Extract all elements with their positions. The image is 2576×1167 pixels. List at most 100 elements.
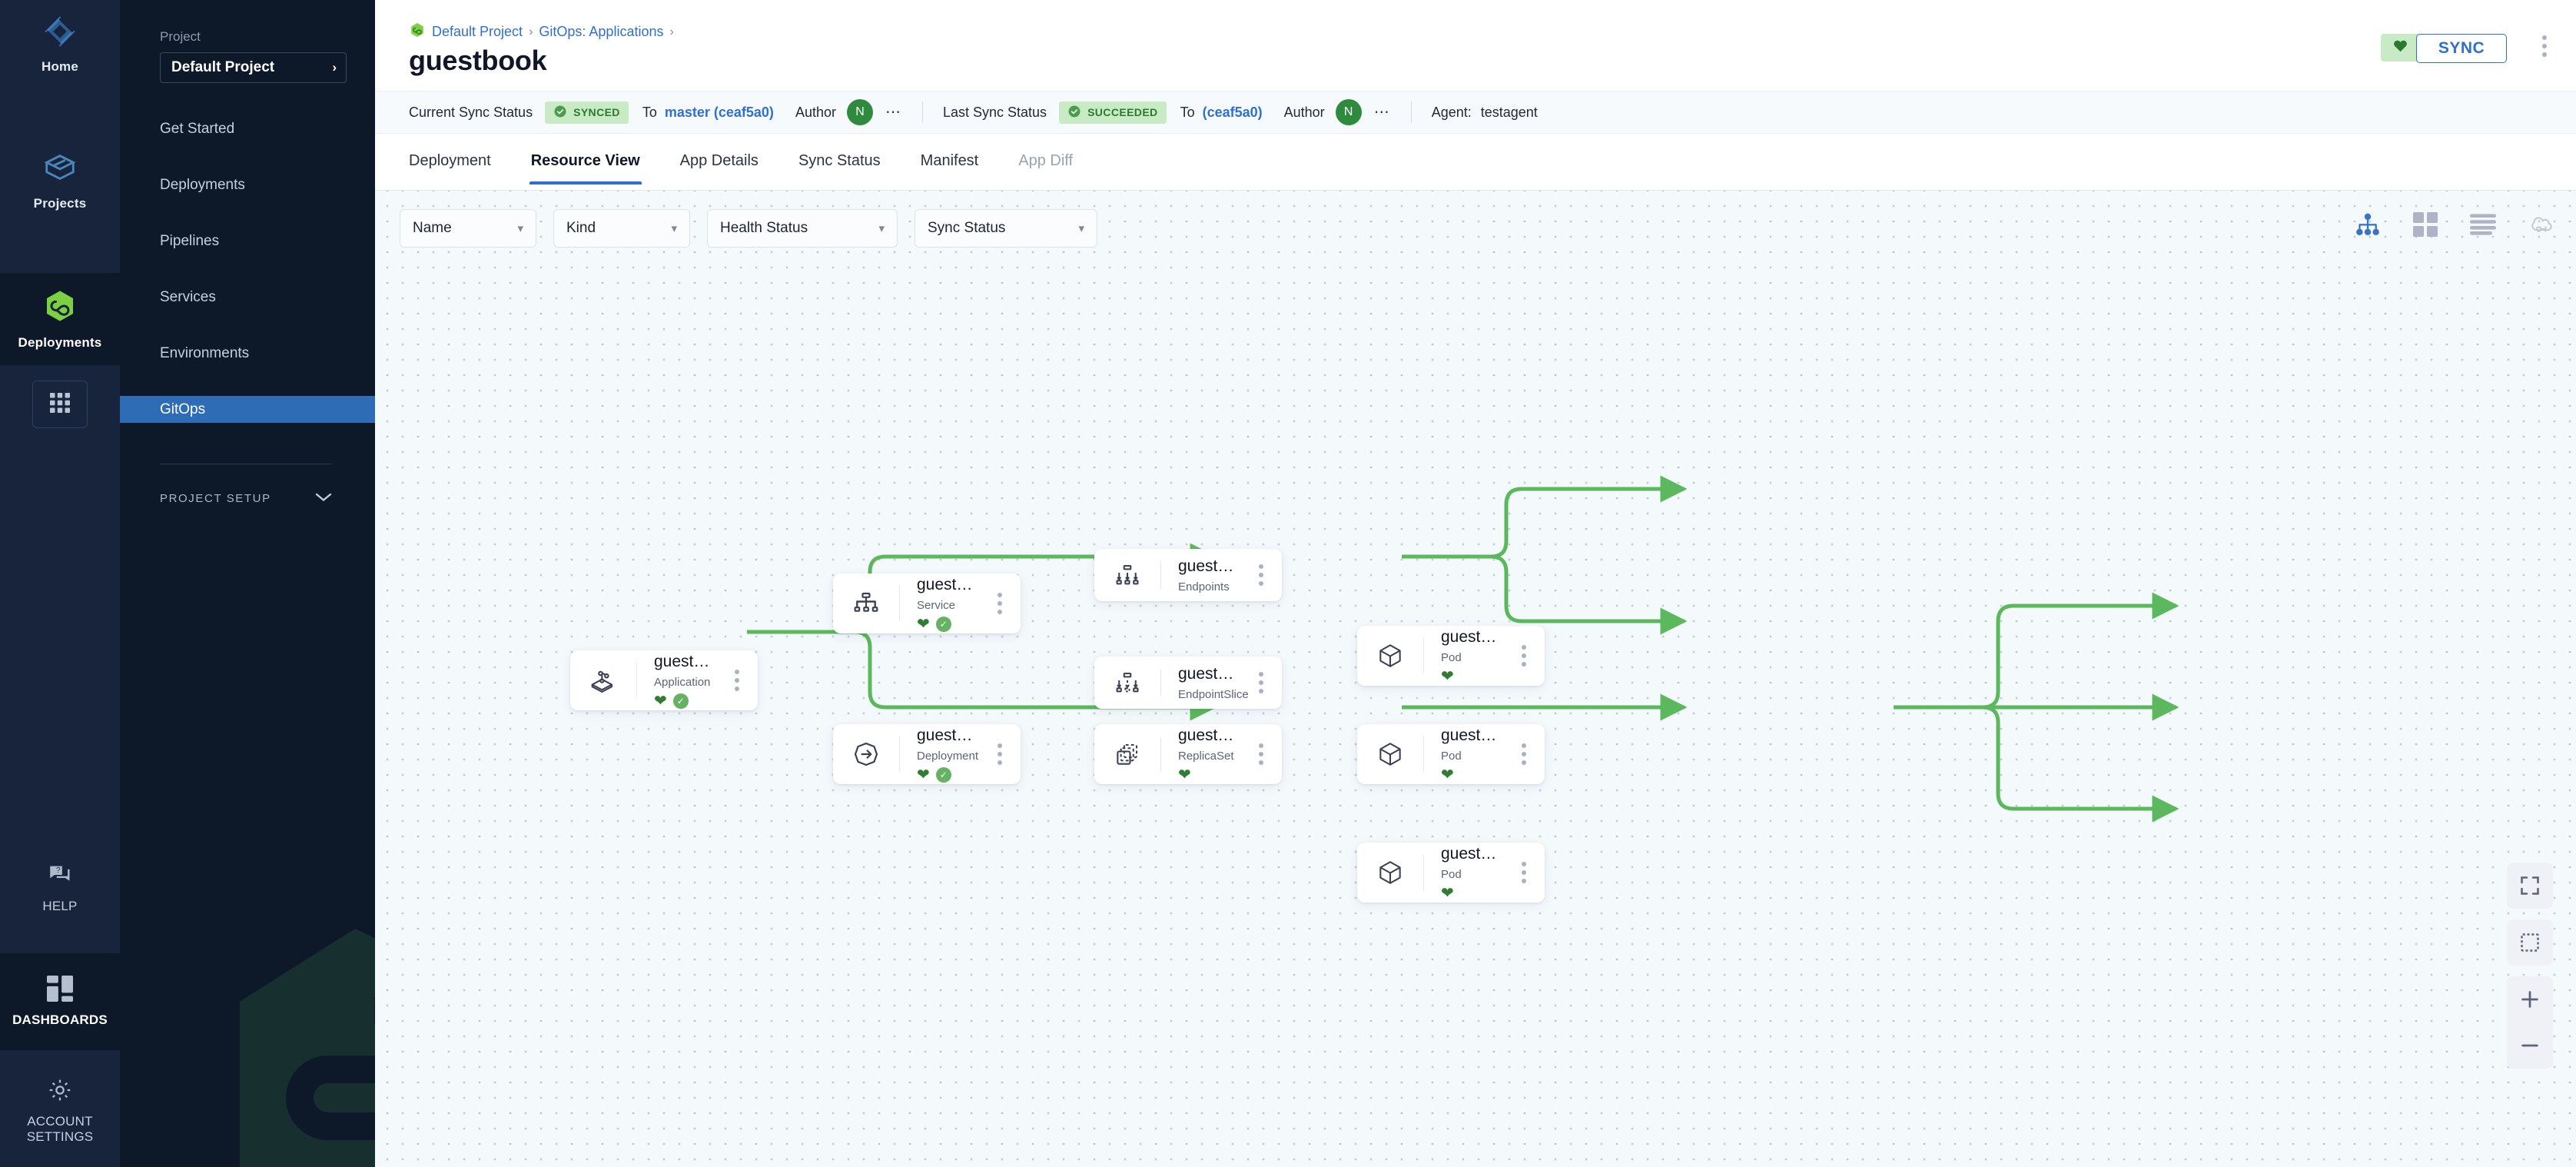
heart-icon: ❤: [917, 766, 930, 783]
fit-screen-icon[interactable]: [2507, 863, 2553, 909]
graph-node-body: guestbook Application ❤ ✓: [637, 652, 716, 709]
graph-node-status: ❤: [1178, 767, 1240, 783]
graph-node-service[interactable]: guestbook-ui Service ❤ ✓: [833, 574, 1021, 633]
gitops-leaf-icon: [409, 22, 426, 42]
endpoints-icon: [1094, 560, 1160, 590]
sidebar-item-environments[interactable]: Environments: [120, 340, 375, 367]
graph-node-menu-icon[interactable]: [979, 743, 1021, 765]
chevron-down-icon: ▾: [1078, 222, 1084, 235]
project-selector[interactable]: Default Project ›: [160, 52, 347, 83]
breadcrumb-separator: ›: [669, 25, 674, 38]
rail-item-home[interactable]: Home: [0, 6, 120, 83]
breadcrumb-item-gitops-applications[interactable]: GitOps: Applications: [539, 24, 664, 39]
apps-grid-button[interactable]: [32, 381, 88, 428]
graph-node-endpointslice[interactable]: guestbook-ui-ncpmr EndpointSlice: [1094, 657, 1282, 709]
graph-node-pod-3[interactable]: guestbook-ui-5b64f6959… Pod ❤: [1357, 843, 1545, 903]
apps-grid-icon: [50, 392, 70, 417]
last-sync-status-label: Last Sync Status: [942, 104, 1047, 120]
current-to-label: To: [642, 104, 657, 120]
graph-node-kind: Service: [917, 598, 956, 612]
sidebar-item-label: Services: [160, 288, 216, 305]
graph-node-menu-icon[interactable]: [1240, 564, 1282, 586]
check-circle-icon: ✓: [672, 693, 689, 709]
graph-node-body: guestbook-ui Endpoints: [1161, 557, 1240, 593]
view-mode-switcher: [2355, 212, 2554, 241]
zoom-out-icon[interactable]: [2507, 1022, 2553, 1069]
graph-node-body: guestbook-ui-5b64f6959… Pod ❤: [1424, 844, 1503, 900]
graph-node-endpoints[interactable]: guestbook-ui Endpoints: [1094, 549, 1282, 601]
graph-node-name: guestbook-ui: [917, 576, 979, 594]
rail-item-deployments[interactable]: Deployments: [0, 273, 120, 365]
heart-icon: ❤: [1441, 667, 1454, 685]
svg-text:?: ?: [56, 866, 61, 875]
filter-name[interactable]: Name ▾: [400, 209, 536, 248]
current-sync-status-label: Current Sync Status: [409, 104, 533, 120]
agent-label: Agent:: [1431, 104, 1472, 120]
sidebar-item-label: Pipelines: [160, 232, 220, 249]
sidebar-item-label: GitOps: [160, 401, 206, 417]
graph-view-icon[interactable]: [2355, 213, 2381, 240]
last-sync-status-text: SUCCEEDED: [1087, 106, 1158, 118]
graph-node-deployment[interactable]: guestbook-ui Deployment ❤ ✓: [833, 724, 1021, 784]
network-view-icon[interactable]: [2528, 213, 2554, 240]
sidebar-item-services[interactable]: Services: [120, 284, 375, 311]
last-revision-link[interactable]: (ceaf5a0): [1202, 104, 1263, 120]
replicaset-icon: [1094, 740, 1160, 769]
graph-node-replicaset[interactable]: guestbook-ui-5b64f69597 ReplicaSet ❤: [1094, 724, 1282, 784]
filter-kind[interactable]: Kind ▾: [553, 209, 690, 248]
rail-item-projects[interactable]: Projects: [0, 138, 120, 223]
graph-node-application[interactable]: guestbook Application ❤ ✓: [570, 650, 758, 710]
rail-item-dashboards[interactable]: DASHBOARDS: [0, 953, 120, 1050]
graph-node-body: guestbook-ui Service ❤ ✓: [900, 575, 979, 632]
divider: [1410, 101, 1412, 123]
sidebar-project-setup-toggle[interactable]: PROJECT SETUP: [160, 492, 332, 505]
tab-deployment[interactable]: Deployment: [409, 134, 491, 185]
graph-node-kind: Endpoints: [1178, 580, 1230, 593]
graph-node-menu-icon[interactable]: [716, 670, 758, 691]
tab-app-details[interactable]: App Details: [680, 134, 759, 185]
graph-node-body: guestbook-ui-5b64f6959… Pod ❤: [1424, 726, 1503, 782]
graph-node-pod-1[interactable]: guestbook-ui-5b64f6959… Pod ❤: [1357, 626, 1545, 686]
tab-label: App Diff: [1018, 152, 1074, 169]
sidebar-item-deployments[interactable]: Deployments: [120, 171, 375, 198]
sync-button[interactable]: SYNC: [2416, 34, 2507, 63]
graph-node-menu-icon[interactable]: [1240, 672, 1282, 693]
graph-node-kind: Pod: [1441, 867, 1462, 881]
graph-node-menu-icon[interactable]: [979, 593, 1021, 614]
pod-icon: [1357, 641, 1423, 670]
filter-sync-status[interactable]: Sync Status ▾: [915, 209, 1097, 248]
zoom-in-icon[interactable]: [2507, 976, 2553, 1022]
graph-node-kind: Pod: [1441, 749, 1462, 763]
sidebar-item-get-started[interactable]: Get Started: [120, 115, 375, 142]
tab-manifest[interactable]: Manifest: [921, 134, 979, 185]
list-view-icon[interactable]: [2470, 214, 2496, 239]
breadcrumb-item-default-project[interactable]: Default Project: [432, 24, 523, 39]
select-area-icon[interactable]: [2507, 919, 2553, 966]
graph-node-menu-icon[interactable]: [1503, 862, 1545, 883]
sidebar-item-gitops[interactable]: GitOps: [120, 396, 375, 423]
tab-label: App Details: [679, 152, 759, 169]
rail-label: Projects: [33, 196, 87, 211]
tab-label: Deployment: [409, 152, 491, 169]
filter-health-status[interactable]: Health Status ▾: [707, 209, 898, 248]
graph-node-menu-icon[interactable]: [1503, 645, 1545, 667]
graph-node-menu-icon[interactable]: [1240, 743, 1282, 765]
rail-item-account-settings[interactable]: ACCOUNT SETTINGS: [0, 1061, 120, 1161]
tab-label: Resource View: [530, 152, 640, 169]
current-revision-link[interactable]: master (ceaf5a0): [664, 104, 774, 120]
graph-node-pod-2[interactable]: guestbook-ui-5b64f6959… Pod ❤: [1357, 724, 1545, 784]
tab-sync-status[interactable]: Sync Status: [798, 134, 881, 185]
grid-view-icon[interactable]: [2413, 212, 2438, 241]
zoom-in-out-group: [2507, 976, 2553, 1069]
tab-resource-view[interactable]: Resource View: [529, 134, 642, 185]
graph-node-menu-icon[interactable]: [1503, 743, 1545, 765]
graph-node-status: ❤ ✓: [917, 616, 979, 632]
rail-item-help[interactable]: ? HELP: [0, 846, 120, 930]
more-options-icon[interactable]: [2542, 35, 2547, 57]
resource-graph-canvas[interactable]: Name ▾ Kind ▾ Health Status ▾ Sync Statu…: [375, 191, 2576, 1167]
filter-label: Sync Status: [928, 220, 1006, 236]
tab-label: Manifest: [920, 152, 979, 169]
breadcrumb-separator: ›: [529, 25, 533, 38]
graph-node-status: ❤ ✓: [917, 766, 979, 783]
sidebar-item-pipelines[interactable]: Pipelines: [120, 228, 375, 254]
